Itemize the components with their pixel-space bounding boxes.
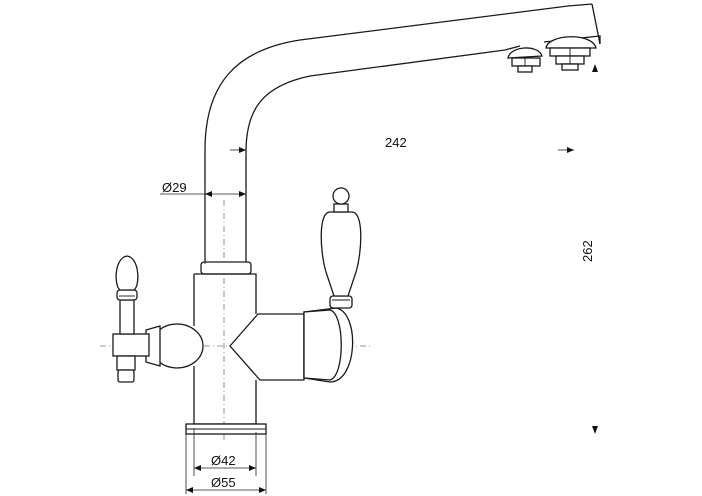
faucet-body — [193, 273, 305, 425]
aerator-heads — [507, 36, 597, 73]
spout-diameter-label: Ø29 — [162, 180, 187, 195]
right-lever-handle — [303, 187, 362, 383]
faucet-base — [185, 423, 267, 435]
base-diameter-label: Ø55 — [211, 475, 236, 490]
dimension-height: 262 — [580, 64, 598, 434]
body-diameter-label: Ø42 — [211, 453, 236, 468]
dimension-spout-reach: 242 — [385, 135, 574, 153]
height-label: 262 — [580, 240, 595, 262]
dimension-body-diameter: Ø42 — [193, 428, 257, 476]
dimension-base-diameter: Ø55 — [185, 434, 267, 494]
spout-collar — [200, 261, 252, 275]
spout-reach-label: 242 — [385, 135, 407, 150]
spout — [204, 3, 601, 266]
left-lever-handle — [112, 255, 204, 383]
dimension-spout-diameter: Ø29 — [160, 147, 246, 264]
